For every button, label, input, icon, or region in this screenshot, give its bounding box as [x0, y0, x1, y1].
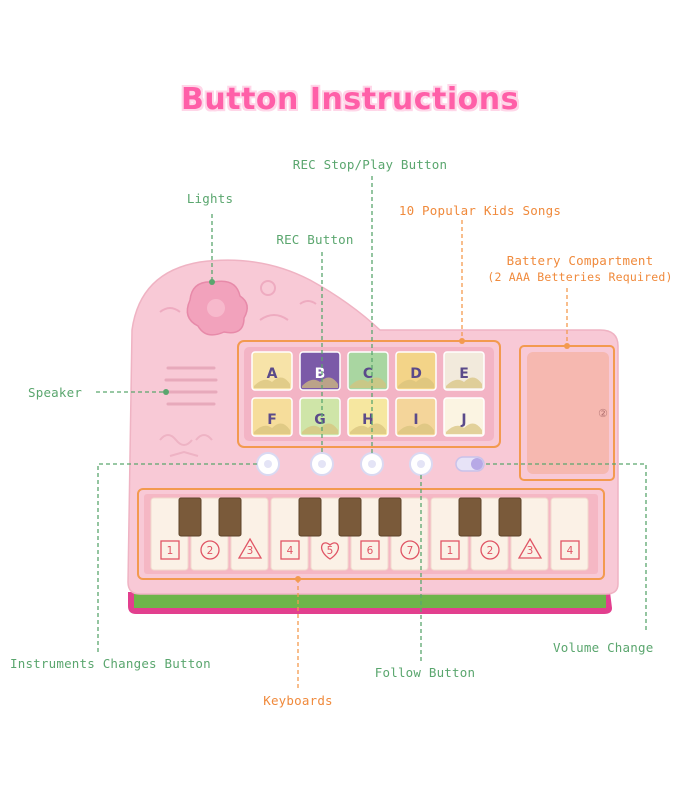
black-key[interactable] — [458, 497, 482, 537]
square-key-icon — [160, 540, 180, 560]
keyboard-highlight — [137, 488, 605, 580]
key-number: 3 — [247, 545, 254, 557]
page-title: Button Instructions — [181, 82, 519, 117]
key-number: 5 — [327, 545, 334, 557]
circle-key-icon — [480, 540, 500, 560]
song-button-f[interactable]: F — [251, 397, 293, 437]
decorative-flower-icon — [159, 280, 317, 321]
speaker-grille — [164, 366, 218, 406]
battery-label: Battery Compartment (2 AAA Betteries Req… — [480, 253, 680, 285]
song-button-i[interactable]: I — [395, 397, 437, 437]
black-key[interactable] — [218, 497, 242, 537]
rec-button[interactable] — [310, 452, 334, 476]
key-number: 1 — [167, 545, 174, 557]
battery-label-line1: Battery Compartment — [506, 253, 654, 268]
lights-icon — [186, 280, 248, 336]
circle-key-icon — [200, 540, 220, 560]
keyboards-label: Keyboards — [263, 693, 333, 708]
song-button-b[interactable]: B — [299, 351, 341, 391]
leader-lines — [96, 176, 647, 690]
battery-mark: ② — [598, 407, 608, 420]
key-number: 2 — [487, 545, 494, 557]
song-button-letter: I — [413, 412, 418, 428]
song-button-j[interactable]: J — [443, 397, 485, 437]
song-button-letter: A — [267, 366, 278, 382]
circle-key-icon — [400, 540, 420, 560]
square-key-icon — [280, 540, 300, 560]
key-number: 4 — [287, 545, 294, 557]
black-key[interactable] — [378, 497, 402, 537]
black-key[interactable] — [298, 497, 322, 537]
rec-stop-play-button[interactable] — [360, 452, 384, 476]
song-button-g[interactable]: G — [299, 397, 341, 437]
song-button-letter: F — [267, 412, 277, 428]
triangle-key-icon — [237, 537, 263, 559]
song-button-letter: H — [362, 412, 374, 428]
black-key[interactable] — [178, 497, 202, 537]
rec-stop-play-label: REC Stop/Play Button — [292, 157, 448, 172]
song-button-e[interactable]: E — [443, 351, 485, 391]
song-button-a[interactable]: A — [251, 351, 293, 391]
key-number: 6 — [367, 545, 374, 557]
follow-label: Follow Button — [374, 665, 476, 680]
key-number: 3 — [527, 545, 534, 557]
songs-label: 10 Popular Kids Songs — [398, 203, 562, 218]
battery-compartment — [527, 352, 609, 474]
rec-label: REC Button — [276, 232, 354, 247]
song-button-d[interactable]: D — [395, 351, 437, 391]
key-number: 4 — [567, 545, 574, 557]
key-number: 7 — [407, 545, 414, 557]
piano-green-strip — [134, 592, 606, 608]
song-button-letter: G — [314, 412, 326, 428]
black-keys — [178, 497, 522, 537]
decorative-doodle-icon — [159, 434, 213, 457]
song-button-letter: B — [315, 366, 326, 382]
leader-instruments — [97, 463, 257, 652]
song-button-letter: J — [460, 412, 466, 428]
speaker-label: Speaker — [28, 385, 83, 400]
square-key-icon — [560, 540, 580, 560]
square-key-icon — [440, 540, 460, 560]
lights-label: Lights — [186, 191, 234, 206]
song-button-letter: C — [363, 366, 373, 382]
black-key[interactable] — [338, 497, 362, 537]
battery-label-line2: (2 AAA Betteries Required) — [487, 270, 673, 284]
triangle-key-icon — [517, 537, 543, 559]
instruments-label: Instruments Changes Button — [10, 656, 211, 671]
song-button-letter: E — [459, 366, 469, 382]
song-button-c[interactable]: C — [347, 351, 389, 391]
black-key[interactable] — [498, 497, 522, 537]
song-button-h[interactable]: H — [347, 397, 389, 437]
white-keys: 1 2 3 4 5 6 7 1 2 3 4 — [150, 497, 589, 571]
key-number: 2 — [207, 545, 214, 557]
song-buttons: A B C D E F G H I J — [251, 351, 485, 437]
follow-button[interactable] — [409, 452, 433, 476]
key-number: 1 — [447, 545, 454, 557]
song-button-letter: D — [410, 366, 422, 382]
white-key[interactable]: 4 — [550, 497, 589, 571]
leader-dots — [163, 279, 570, 582]
song-panel-highlight — [237, 340, 501, 448]
instruments-change-button[interactable] — [256, 452, 280, 476]
volume-switch[interactable] — [455, 456, 485, 472]
volume-label: Volume Change — [553, 640, 654, 655]
heart-key-icon — [321, 542, 339, 560]
square-key-icon — [360, 540, 380, 560]
